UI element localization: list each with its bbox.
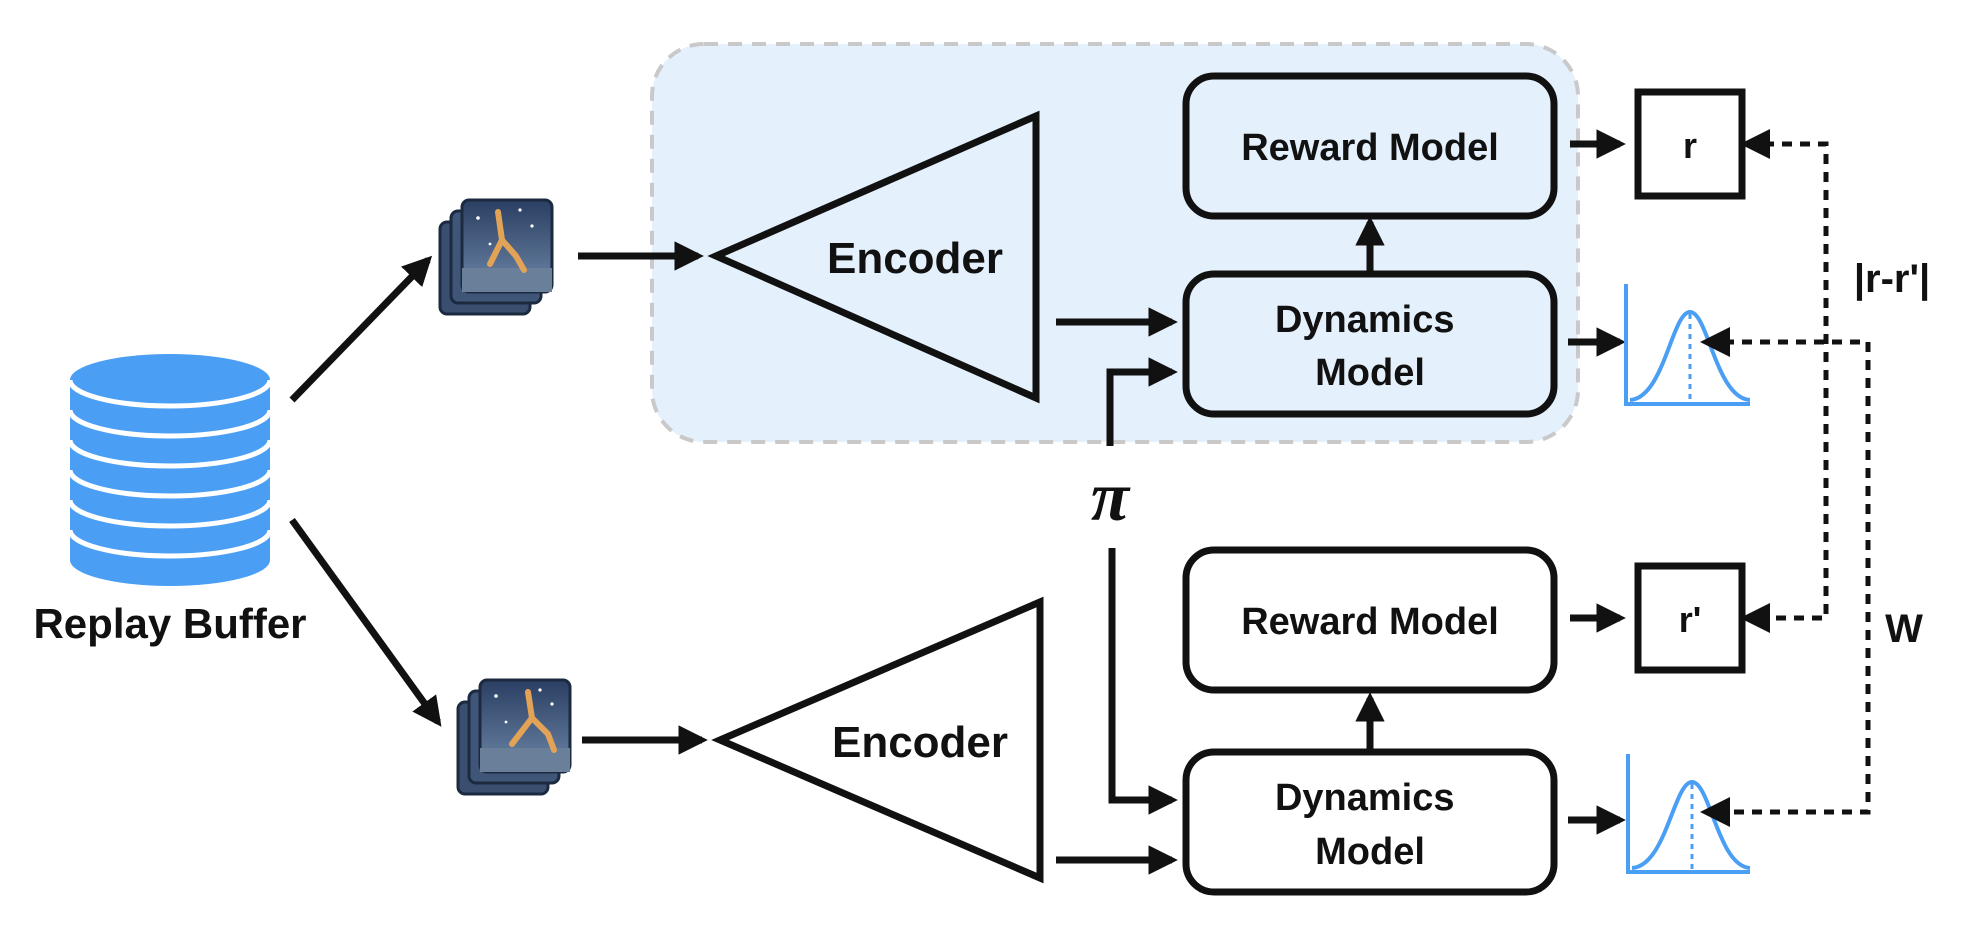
bottom-reward-model-label: Reward Model — [1241, 601, 1499, 643]
policy-label: π — [1091, 459, 1131, 536]
bottom-encoder — [711, 596, 1044, 884]
top-reward-model-label: Reward Model — [1241, 127, 1499, 169]
bottom-dynamics-model-label: Dynamics Model — [1275, 777, 1465, 873]
replay-buffer-label: Replay Buffer — [33, 600, 306, 647]
bottom-reward-model — [1182, 546, 1558, 694]
top-reward-model — [1182, 72, 1558, 220]
top-dynamics-model — [1182, 270, 1558, 418]
reward-loss-label: |r-r'| — [1854, 257, 1930, 301]
top-encoder-label: Encoder — [827, 234, 1003, 283]
top-dynamics-model-label: Dynamics Model — [1275, 299, 1465, 394]
walker-frames-icon — [456, 678, 572, 796]
walker-frames-icon — [438, 198, 554, 316]
bottom-encoder-label: Encoder — [832, 718, 1008, 767]
distribution-loss-label: W — [1885, 607, 1923, 651]
reward-prime-output-label: r' — [1679, 599, 1702, 640]
bottom-dynamics-model — [1182, 748, 1558, 896]
reward-output-box — [1634, 88, 1746, 200]
gaussian-distribution-icon — [1626, 754, 1751, 874]
top-encoder — [707, 110, 1040, 404]
reward-output-label: r — [1683, 125, 1697, 166]
database-icon — [67, 354, 273, 586]
